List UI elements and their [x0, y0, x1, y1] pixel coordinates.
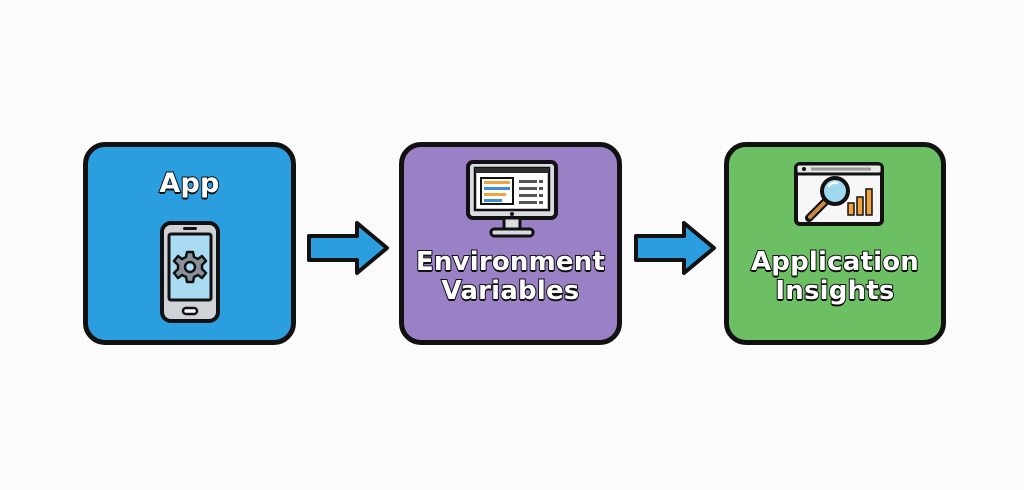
smartphone-settings-icon — [160, 221, 220, 323]
application-insights-label: Application Insights — [729, 246, 941, 307]
application-insights-node: Application Insights — [724, 142, 946, 345]
env-label-line2: Variables — [441, 275, 581, 307]
environment-variables-label: Environment Variables — [404, 246, 617, 307]
ai-label-line1: Application — [750, 246, 920, 277]
environment-variables-node: Environment Variables — [399, 142, 622, 345]
app-label: App — [88, 167, 291, 199]
browser-analytics-icon — [794, 162, 884, 226]
app-node: App — [83, 142, 296, 345]
arrow-right-icon — [307, 221, 389, 275]
env-label-line1: Environment — [415, 246, 606, 277]
monitor-icon — [466, 160, 558, 238]
arrow-right-icon — [634, 221, 716, 275]
ai-label-line2: Insights — [774, 275, 895, 307]
app-label-line1: App — [158, 167, 220, 199]
